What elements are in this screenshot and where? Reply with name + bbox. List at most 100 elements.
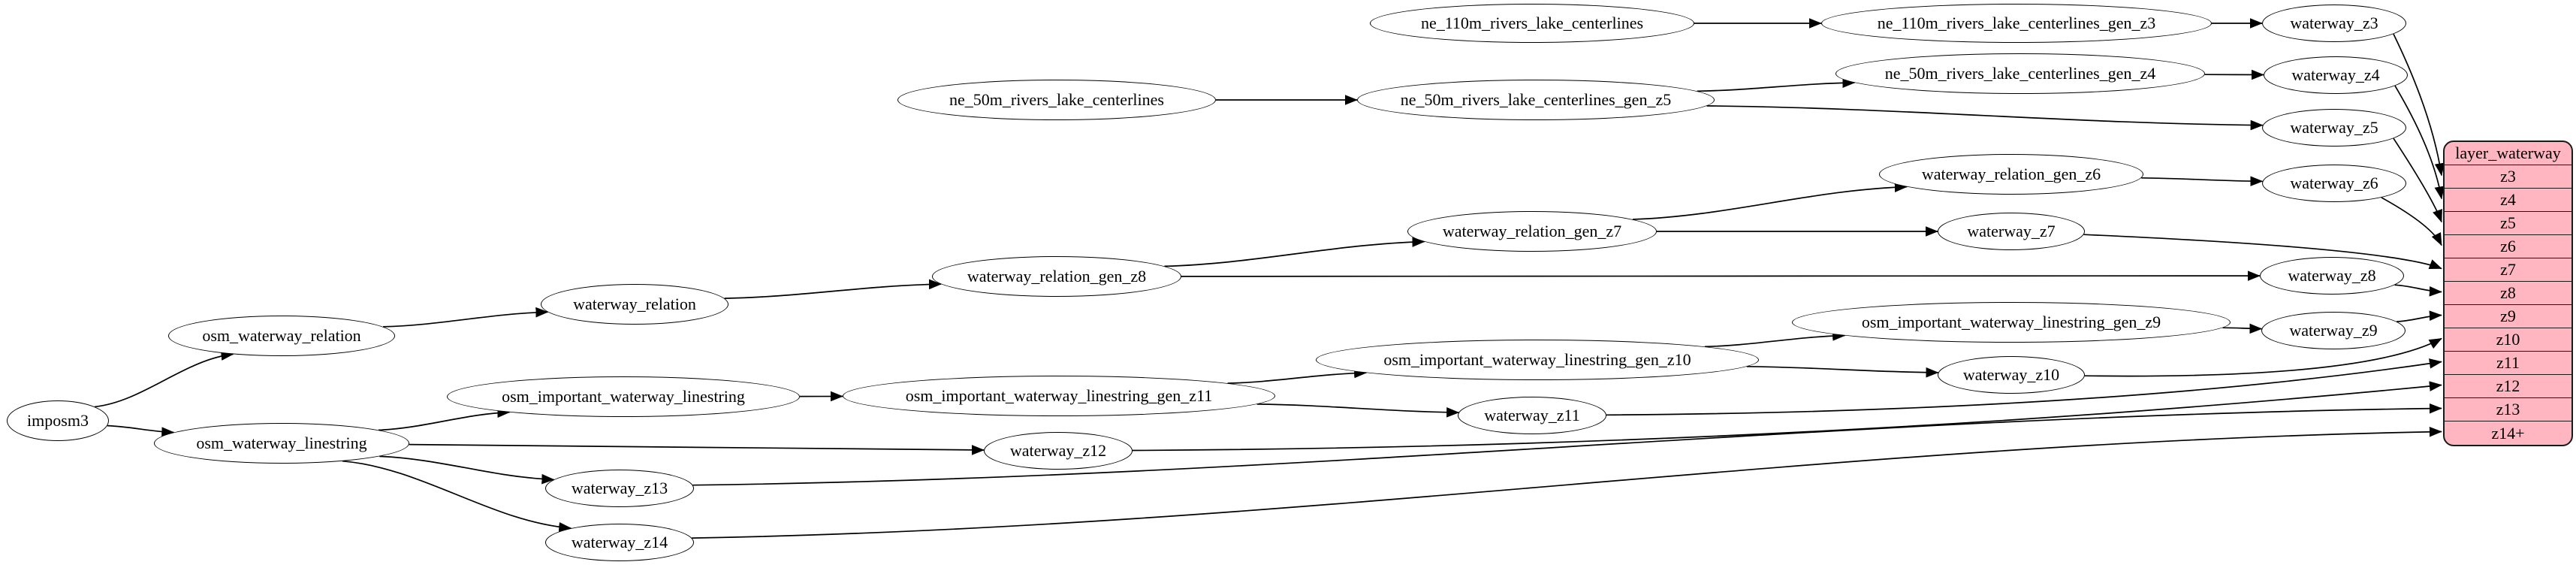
node-label: ne_50m_rivers_lake_centerlines_gen_z4 <box>1884 64 2156 83</box>
node-waterway_relation_gen_z8: waterway_relation_gen_z8 <box>932 256 1181 297</box>
node-osm_important_waterway_linestring_gen_z11: osm_important_waterway_linestring_gen_z1… <box>843 376 1275 416</box>
node-waterway_z9: waterway_z9 <box>2261 312 2406 349</box>
table-row-z14+: z14+ <box>2491 423 2525 443</box>
node-label: ne_110m_rivers_lake_centerlines_gen_z3 <box>1877 14 2156 32</box>
edge-osm_waterway_linestring-to-osm_important_waterway_linestring <box>378 407 511 431</box>
table-row-z12: z12 <box>2445 375 2571 398</box>
node-label: waterway_z6 <box>2290 174 2378 192</box>
table-row-z6: z6 <box>2445 235 2571 258</box>
edge-imposm3-to-osm_waterway_linestring <box>107 425 175 437</box>
table-row-z9: z9 <box>2445 305 2571 328</box>
node-label: waterway_z5 <box>2290 118 2378 137</box>
edge-osm_waterway_linestring-to-waterway_z13 <box>379 455 555 485</box>
node-ne_50m_rivers_lake_centerlines_gen_z5: ne_50m_rivers_lake_centerlines_gen_z5 <box>1357 80 1715 120</box>
table-row-z7: z7 <box>2445 258 2571 282</box>
node-label: waterway_z13 <box>571 479 668 497</box>
node-waterway_z8: waterway_z8 <box>2260 257 2404 295</box>
node-label: waterway_z8 <box>2288 266 2376 285</box>
table-row-z11: z11 <box>2445 352 2571 375</box>
edge-imposm3-to-osm_waterway_relation <box>95 350 234 408</box>
table-row-z5: z5 <box>2445 212 2571 235</box>
edge-waterway_z14-to-row-z14+ <box>692 426 2442 539</box>
edge-osm_important_waterway_linestring_gen_z10-to-osm_important_waterway_linestring_gen_z9 <box>1704 331 1846 348</box>
node-label: waterway_z7 <box>1967 222 2056 240</box>
node-waterway_z12: waterway_z12 <box>984 432 1133 470</box>
node-label: osm_waterway_linestring <box>196 434 367 452</box>
node-osm_important_waterway_linestring_gen_z9: osm_important_waterway_linestring_gen_z9 <box>1792 302 2231 343</box>
table-title: layer_waterway <box>2445 142 2571 165</box>
node-waterway_z13: waterway_z13 <box>545 470 694 507</box>
edge-waterway_relation-to-waterway_relation_gen_z8 <box>724 279 942 299</box>
node-label: osm_important_waterway_linestring_gen_z9 <box>1861 313 2161 331</box>
node-waterway_z11: waterway_z11 <box>1458 397 1606 434</box>
node-label: osm_important_waterway_linestring_gen_z1… <box>905 386 1213 405</box>
edge-waterway_z8-to-row-z8 <box>2394 284 2442 297</box>
node-osm_waterway_relation: osm_waterway_relation <box>168 316 395 356</box>
node-osm_important_waterway_linestring_gen_z10: osm_important_waterway_linestring_gen_z1… <box>1316 340 1759 380</box>
node-waterway_z5: waterway_z5 <box>2262 109 2406 147</box>
node-waterway_relation_gen_z6: waterway_relation_gen_z6 <box>1879 154 2143 195</box>
node-label: waterway_z4 <box>2291 65 2380 84</box>
node-waterway_z3: waterway_z3 <box>2262 5 2406 42</box>
node-label: ne_110m_rivers_lake_centerlines <box>1420 14 1644 32</box>
node-label: osm_waterway_relation <box>202 326 361 345</box>
edge-osm_waterway_relation-to-waterway_relation <box>383 307 549 328</box>
edge-waterway_z12-to-row-z12 <box>1132 381 2442 452</box>
node-waterway_z14: waterway_z14 <box>545 524 694 561</box>
node-ne_110m_rivers_lake_centerlines: ne_110m_rivers_lake_centerlines <box>1370 4 1694 43</box>
edge-waterway_relation_gen_z8-to-waterway_relation_gen_z7 <box>1164 237 1425 267</box>
node-label: ne_50m_rivers_lake_centerlines_gen_z5 <box>1400 90 1672 109</box>
node-label: waterway_z14 <box>571 533 668 551</box>
node-ne_110m_rivers_lake_centerlines_gen_z3: ne_110m_rivers_lake_centerlines_gen_z3 <box>1821 4 2212 43</box>
edge-waterway_z7-to-row-z7 <box>2083 234 2442 270</box>
node-label: ne_50m_rivers_lake_centerlines <box>949 90 1164 109</box>
node-label: osm_important_waterway_linestring_gen_z1… <box>1383 350 1691 369</box>
node-label: waterway_relation_gen_z6 <box>1921 165 2101 183</box>
table-row-z3: z3 <box>2445 165 2571 189</box>
edge-ne_50m_rivers_lake_centerlines_gen_z5-to-waterway_z5 <box>1706 105 2264 131</box>
edge-waterway_z3-to-row-z3 <box>2393 33 2445 177</box>
edge-osm_important_waterway_linestring_gen_z11-to-waterway_z11 <box>1256 403 1460 418</box>
node-waterway_z10: waterway_z10 <box>1938 356 2085 394</box>
node-waterway_z6: waterway_z6 <box>2262 165 2406 202</box>
edge-waterway_z10-to-row-z10 <box>2084 337 2442 377</box>
node-label: osm_important_waterway_linestring <box>502 387 745 406</box>
node-waterway_relation_gen_z7: waterway_relation_gen_z7 <box>1407 211 1657 252</box>
edge-waterway_z6-to-row-z6 <box>2381 197 2442 246</box>
node-ne_50m_rivers_lake_centerlines_gen_z4: ne_50m_rivers_lake_centerlines_gen_z4 <box>1835 53 2205 94</box>
node-label: waterway_relation <box>573 295 696 313</box>
edge-waterway_z9-to-row-z9 <box>2397 310 2442 322</box>
node-waterway_z7: waterway_z7 <box>1938 213 2085 250</box>
node-waterway_relation: waterway_relation <box>541 284 728 325</box>
node-imposm3: imposm3 <box>7 400 109 441</box>
edge-waterway_relation_gen_z6-to-waterway_z6 <box>2141 176 2264 186</box>
node-label: waterway_z12 <box>1009 441 1107 460</box>
edge-waterway_z11-to-row-z11 <box>1606 358 2442 416</box>
node-ne_50m_rivers_lake_centerlines: ne_50m_rivers_lake_centerlines <box>897 80 1216 120</box>
edge-waterway_z13-to-row-z13 <box>692 403 2442 486</box>
edge-waterway_z5-to-row-z5 <box>2393 137 2442 223</box>
edge-ne_50m_rivers_lake_centerlines_gen_z5-to-ne_50m_rivers_lake_centerlines_gen_z4 <box>1697 77 1856 92</box>
table-row-z13: z13 <box>2445 398 2571 421</box>
edge-osm_important_waterway_linestring_gen_z10-to-waterway_z10 <box>1746 365 1939 378</box>
node-label: imposm3 <box>27 411 89 430</box>
table-row-z8: z8 <box>2445 282 2571 305</box>
node-label: waterway_relation_gen_z8 <box>967 267 1147 286</box>
edge-waterway_z4-to-row-z4 <box>2394 85 2445 200</box>
node-osm_waterway_linestring: osm_waterway_linestring <box>154 423 409 464</box>
edge-osm_waterway_linestring-to-waterway_z12 <box>409 443 985 455</box>
node-label: waterway_z11 <box>1484 406 1580 425</box>
edge-osm_important_waterway_linestring_gen_z11-to-osm_important_waterway_linestring_gen_z10 <box>1227 367 1368 384</box>
node-label: waterway_z9 <box>2289 321 2378 340</box>
edge-waterway_relation_gen_z7-to-waterway_relation_gen_z6 <box>1632 182 1908 220</box>
node-osm_important_waterway_linestring: osm_important_waterway_linestring <box>447 376 800 417</box>
table-row-z10: z10 <box>2445 328 2571 352</box>
node-label: waterway_z3 <box>2290 14 2378 32</box>
node-label: waterway_relation_gen_z7 <box>1442 222 1622 240</box>
table-row-z4: z4 <box>2445 189 2571 212</box>
node-label: waterway_z10 <box>1962 365 2060 384</box>
